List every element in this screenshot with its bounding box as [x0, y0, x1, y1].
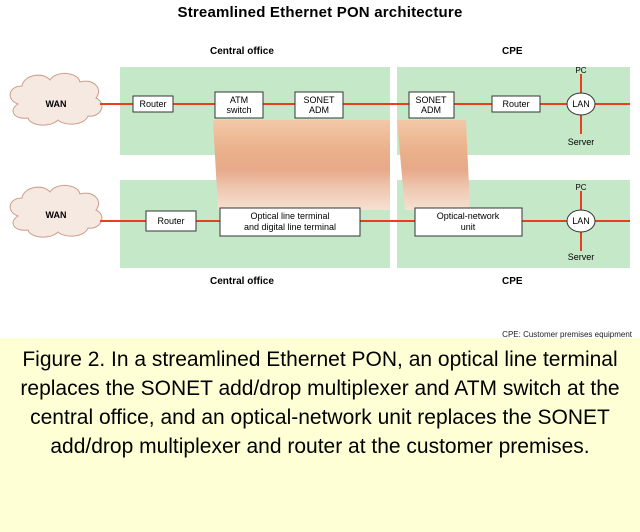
bottom-central-office-label: Central office — [210, 276, 274, 287]
sonet-adm-left-label-1: SONET — [303, 95, 335, 105]
top-cpe-router-box — [491, 95, 541, 113]
top-router-label: Router — [139, 99, 166, 109]
top-wan-cloud — [9, 73, 103, 126]
transition-band-right — [397, 120, 470, 210]
bottom-wan-label: WAN — [46, 210, 67, 220]
top-sonet-adm-right-box — [408, 91, 455, 119]
bottom-lan-label: LAN — [572, 216, 590, 226]
top-cpe-router-label: Router — [502, 99, 529, 109]
olt-label-2: and digital line terminal — [244, 222, 336, 232]
atm-switch-label-2: switch — [226, 105, 251, 115]
onu-box — [414, 207, 523, 237]
olt-label-1: Optical line terminal — [250, 211, 329, 221]
bottom-links — [100, 191, 630, 251]
transition-band-left — [213, 120, 390, 210]
bottom-router-box — [145, 210, 197, 232]
top-sonet-adm-left-box — [294, 91, 344, 119]
sonet-adm-left-label-2: ADM — [309, 105, 329, 115]
top-router-box — [132, 95, 174, 113]
top-server-label: Server — [568, 137, 595, 147]
top-lan-label: LAN — [572, 99, 590, 109]
bottom-pc-label: PC — [575, 183, 586, 192]
top-links — [100, 74, 630, 134]
top-central-office-label: Central office — [210, 46, 274, 57]
diagram-title: Streamlined Ethernet PON architecture — [177, 4, 463, 21]
sonet-adm-right-label-2: ADM — [421, 105, 441, 115]
figure-caption: Figure 2. In a streamlined Ethernet PON,… — [20, 348, 620, 458]
sonet-adm-right-label-1: SONET — [415, 95, 447, 105]
top-wan-label: WAN — [46, 99, 67, 109]
top-pc-label: PC — [575, 66, 586, 75]
bottom-server-label: Server — [568, 252, 595, 262]
onu-label-1: Optical-network — [437, 211, 500, 221]
top-lan-node — [566, 92, 596, 116]
diagram-canvas: WAN Router ATM switch SONET ADM SONET AD… — [9, 66, 630, 268]
bottom-lan-node — [566, 209, 596, 233]
footnote: CPE: Customer premises equipment — [502, 330, 632, 339]
top-cpe-label: CPE — [502, 46, 523, 57]
bottom-router-label: Router — [157, 216, 184, 226]
onu-label-2: unit — [461, 222, 476, 232]
caption-background — [0, 338, 640, 532]
atm-switch-box — [214, 91, 264, 119]
bottom-wan-cloud — [9, 185, 103, 238]
atm-switch-label-1: ATM — [230, 95, 248, 105]
bottom-cpe-label: CPE — [502, 276, 523, 287]
olt-box — [219, 207, 361, 237]
